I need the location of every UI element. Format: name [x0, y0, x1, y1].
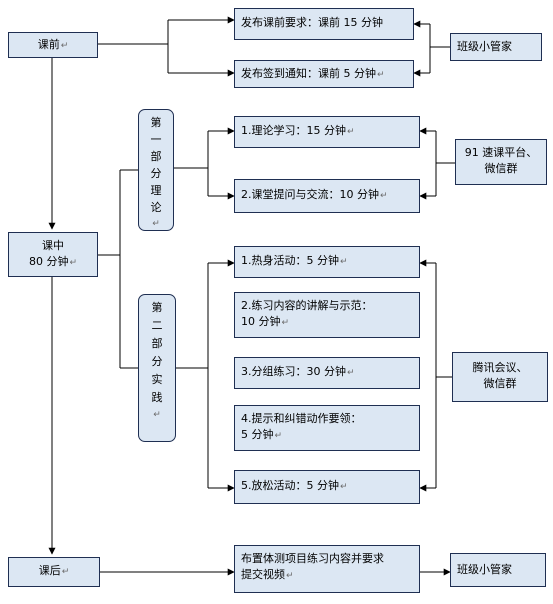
tool-practice: 腾讯会议、 微信群: [452, 352, 548, 402]
tool-before: 班级小管家: [450, 33, 542, 61]
paragraph-mark: ↵: [286, 571, 294, 581]
phase-during-label: 课中: [42, 239, 64, 252]
paragraph-mark: ↵: [152, 219, 160, 229]
practice-task-5: 5.放松活动：5 分钟↵: [234, 470, 420, 504]
paragraph-mark: ↵: [61, 567, 70, 577]
paragraph-mark: ↵: [340, 257, 348, 267]
paragraph-mark: ↵: [380, 191, 388, 201]
phase-after-label: 课后: [38, 564, 61, 577]
paragraph-mark: ↵: [153, 410, 161, 420]
paragraph-mark: ↵: [274, 431, 283, 441]
paragraph-mark: ↵: [340, 482, 348, 492]
paragraph-mark: ↵: [60, 41, 69, 51]
part-theory-label: 第一部分理论: [150, 116, 162, 214]
before-task-2: 发布签到通知：课前 5 分钟↵: [234, 60, 414, 88]
after-task: 布置体测项目练习内容并要求 提交视频↵: [234, 545, 420, 593]
phase-after-box: 课后↵: [8, 557, 100, 587]
phase-during-box: 课中 80 分钟↵: [8, 232, 98, 277]
theory-task-2: 2.课堂提问与交流：10 分钟↵: [234, 179, 420, 213]
part-theory-box: 第一部分理论 ↵: [138, 109, 174, 231]
practice-task-1: 1.热身活动：5 分钟↵: [234, 246, 420, 278]
tool-theory: 91 速课平台、 微信群: [455, 139, 547, 185]
tool-after: 班级小管家: [450, 553, 546, 587]
paragraph-mark: ↵: [347, 127, 355, 137]
part-practice-label: 第二部分实践: [151, 301, 163, 404]
phase-before-label: 课前: [37, 38, 60, 51]
part-practice-box: 第二部分实践 ↵: [138, 294, 176, 442]
theory-task-1: 1.理论学习：15 分钟↵: [234, 116, 420, 148]
practice-task-2: 2.练习内容的讲解与示范： 10 分钟↵: [234, 292, 420, 338]
before-task-1: 发布课前要求：课前 15 分钟: [234, 8, 414, 40]
paragraph-mark: ↵: [347, 368, 355, 378]
practice-task-3: 3.分组练习：30 分钟↵: [234, 357, 420, 389]
practice-task-4: 4.提示和纠错动作要领： 5 分钟↵: [234, 405, 420, 451]
paragraph-mark: ↵: [281, 318, 290, 328]
paragraph-mark: ↵: [377, 70, 385, 80]
phase-before-box: 课前↵: [8, 32, 98, 58]
paragraph-mark: ↵: [69, 258, 78, 268]
phase-during-duration: 80 分钟: [28, 255, 69, 268]
